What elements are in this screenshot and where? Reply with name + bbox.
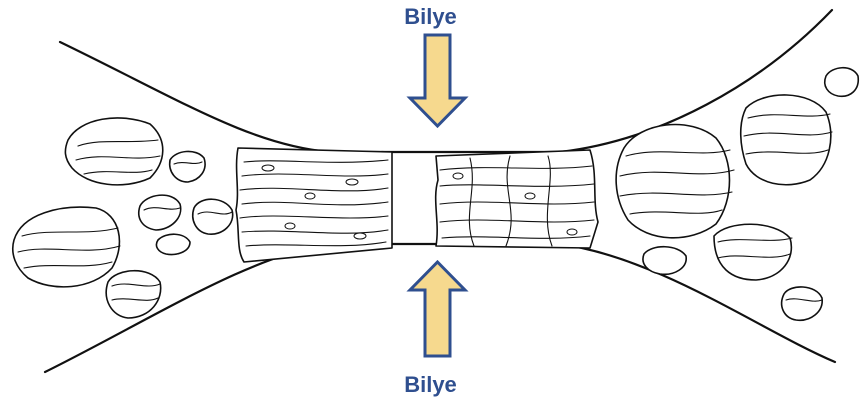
particle [13, 207, 120, 287]
loose-particles-right [616, 68, 858, 321]
particle [193, 199, 233, 234]
ball-label-top: Bilye [0, 4, 861, 30]
particle [139, 195, 181, 230]
particle [616, 125, 734, 238]
particle [106, 271, 160, 318]
particle [714, 224, 792, 280]
particle [65, 118, 162, 185]
particle [825, 68, 859, 97]
arrow-down-icon [410, 35, 465, 126]
particle [741, 95, 832, 185]
particle [170, 151, 205, 182]
arrow-up-icon [410, 262, 465, 356]
particle [156, 234, 190, 254]
ball-label-bottom: Bilye [0, 372, 861, 398]
loose-particles-left [13, 118, 233, 318]
particle [643, 247, 686, 275]
compressed-particle-left [236, 148, 392, 262]
compressed-particle-right [436, 150, 598, 248]
particle [782, 287, 823, 320]
